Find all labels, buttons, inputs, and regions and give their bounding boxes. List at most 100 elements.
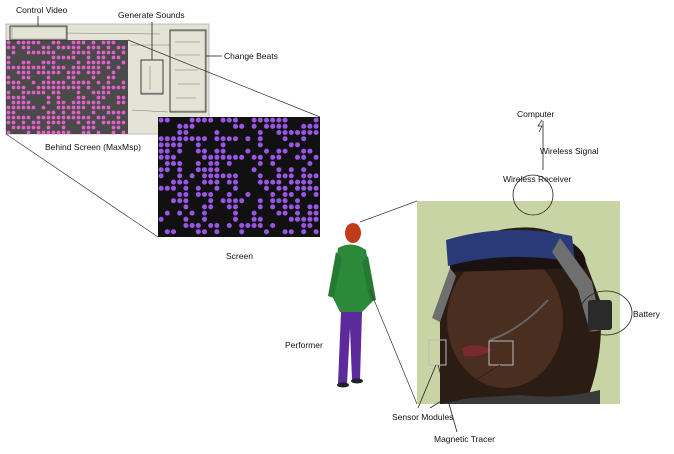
screen-dot xyxy=(264,148,269,154)
maxmsp-dot xyxy=(26,45,31,50)
screen-dot xyxy=(158,148,164,154)
maxmsp-dot xyxy=(101,50,106,55)
maxmsp-dot xyxy=(51,40,56,45)
maxmsp-dot xyxy=(66,115,71,120)
screen-dot xyxy=(214,185,220,191)
maxmsp-dot xyxy=(111,75,116,80)
screen-dot xyxy=(208,204,214,210)
battery-circle xyxy=(579,290,633,336)
screen-dot xyxy=(158,142,164,148)
maxmsp-dot xyxy=(16,95,21,100)
screen-dot xyxy=(276,198,282,204)
maxmsp-dot xyxy=(81,100,86,105)
maxmsp-dot xyxy=(86,130,91,135)
maxmsp-dot xyxy=(81,40,86,45)
maxmsp-dot xyxy=(91,120,96,125)
screen-dot xyxy=(214,148,220,154)
maxmsp-dot xyxy=(91,125,96,130)
maxmsp-dot xyxy=(46,110,51,115)
screen-dot xyxy=(301,192,307,197)
maxmsp-dot xyxy=(11,85,16,90)
maxmsp-dot xyxy=(51,70,56,75)
maxmsp-dot xyxy=(61,55,66,60)
maxmsp-dot xyxy=(31,40,36,45)
maxmsp-dot xyxy=(61,85,66,90)
maxmsp-dot xyxy=(41,85,46,90)
screen-dot xyxy=(233,117,238,123)
screen-dot xyxy=(177,142,183,148)
maxmsp-dot xyxy=(81,65,86,70)
screen-dot xyxy=(307,130,313,135)
maxmsp-dot xyxy=(76,120,81,125)
screen-dot xyxy=(313,210,319,216)
maxmsp-dot xyxy=(36,115,41,120)
screen-dot xyxy=(270,192,276,197)
maxmsp-dot xyxy=(11,50,16,55)
screen-dot xyxy=(208,223,214,228)
maxmsp-dot xyxy=(41,60,46,65)
maxmsp-dot xyxy=(6,95,11,100)
maxmsp-dot xyxy=(56,95,61,100)
screen-dot xyxy=(164,117,170,123)
maxmsp-dot xyxy=(71,85,76,90)
screen-dot xyxy=(164,142,170,148)
screen-dot xyxy=(301,185,307,191)
screen-dot xyxy=(202,229,207,235)
maxmsp-dot xyxy=(6,75,11,80)
screen-dot xyxy=(202,148,207,154)
maxmsp-dot xyxy=(76,90,81,95)
screen-dot xyxy=(282,130,288,135)
maxmsp-dot xyxy=(76,115,81,120)
maxmsp-dot xyxy=(106,110,111,115)
maxmsp-dot xyxy=(101,60,106,65)
maxmsp-dot xyxy=(116,45,121,50)
maxmsp-dot xyxy=(76,45,81,50)
screen-dot xyxy=(288,173,294,179)
screen-dot xyxy=(226,223,232,228)
screen-dot xyxy=(189,223,195,228)
maxmsp-dot xyxy=(101,55,106,60)
maxmsp-dot xyxy=(101,90,106,95)
maxmsp-dot xyxy=(106,80,111,85)
maxmsp-dot xyxy=(91,100,96,105)
screen-dot xyxy=(295,216,300,222)
maxmsp-dot xyxy=(106,65,111,70)
maxmsp-dot xyxy=(41,90,46,95)
maxmsp-dot xyxy=(81,95,86,100)
maxmsp-dot xyxy=(121,120,126,125)
maxmsp-dot xyxy=(66,75,71,80)
screen-dot xyxy=(195,223,201,228)
maxmsp-dot xyxy=(71,40,76,45)
maxmsp-dot xyxy=(86,60,91,65)
screen-dot xyxy=(214,154,220,160)
maxmsp-dot xyxy=(11,110,16,115)
screen-dot xyxy=(226,161,232,166)
maxmsp-dot xyxy=(111,130,116,135)
screen-dot xyxy=(183,185,189,191)
screen-dot xyxy=(313,185,319,191)
maxmsp-dot xyxy=(46,120,51,125)
screen-dot xyxy=(264,185,269,191)
screen-dot xyxy=(164,229,170,235)
screen-dot xyxy=(189,136,195,142)
maxmsp-dot xyxy=(76,105,81,110)
maxmsp-dot xyxy=(111,40,116,45)
screen-dot xyxy=(282,210,288,216)
screen-dot xyxy=(220,154,226,160)
maxmsp-dot xyxy=(76,95,81,100)
screen-dot xyxy=(189,117,195,123)
screen-dot xyxy=(239,198,245,204)
screen-dot xyxy=(270,179,276,185)
screen-dot xyxy=(288,204,294,210)
maxmsp-dot xyxy=(86,55,91,60)
screen-dot xyxy=(233,136,238,142)
maxmsp-dot xyxy=(46,80,51,85)
screen-dot xyxy=(233,185,238,191)
screen-dot xyxy=(208,167,214,173)
screen-dot xyxy=(214,223,220,228)
screen-dot xyxy=(239,223,245,228)
screen-dot xyxy=(208,154,214,160)
screen-dot xyxy=(183,204,189,210)
maxmsp-dot xyxy=(71,45,76,50)
maxmsp-dot xyxy=(6,55,11,60)
